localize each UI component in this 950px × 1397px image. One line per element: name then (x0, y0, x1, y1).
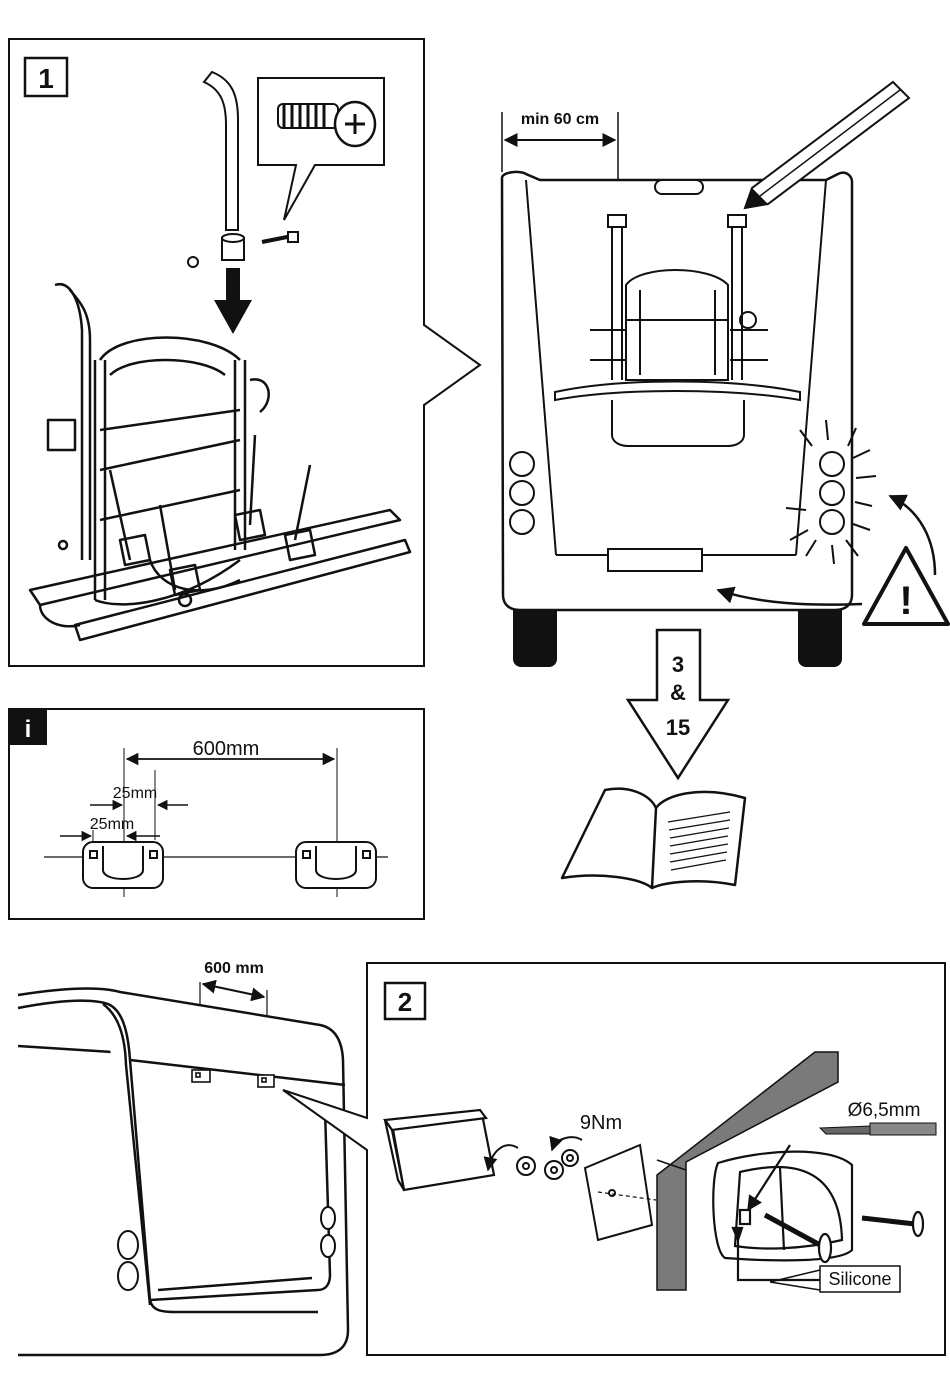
step-2-number: 2 (398, 987, 412, 1017)
manual-ref-line2: & (670, 680, 686, 705)
left-lights (510, 452, 534, 534)
drill-label: Ø6,5mm (848, 1100, 921, 1121)
info-offset-top: 25mm (113, 785, 157, 802)
info-spacing-label: 600mm (193, 738, 260, 760)
info-panel: i 600mm 25mm 25mm (9, 709, 424, 919)
arrow-down-icon (214, 268, 252, 334)
bottom-spacing-label: 600 mm (204, 960, 264, 977)
torque-label: 9Nm (580, 1112, 622, 1134)
booklet-icon (562, 789, 745, 888)
manual-ref-line3: 15 (666, 715, 690, 740)
manual-ref-line1: 3 (672, 652, 684, 677)
rear-view: min 60 cm (502, 82, 948, 888)
silicone-label: Silicone (828, 1269, 891, 1289)
mounting-bracket-left (83, 842, 163, 888)
info-offset-bottom: 25mm (90, 816, 134, 833)
vehicle-perspective: 600 mm (18, 960, 348, 1355)
warning-symbol: ! (899, 579, 912, 623)
min-distance-label: min 60 cm (521, 111, 599, 128)
step-1-number: 1 (38, 63, 54, 94)
step-2-panel: 2 9Nm Ø (283, 963, 945, 1355)
step-1-panel: 1 (9, 39, 480, 666)
cover-cap (385, 1110, 494, 1190)
info-badge-label: i (25, 716, 32, 743)
license-plate (608, 549, 702, 571)
screw-callout (258, 78, 384, 220)
bike-carrier-drawing (30, 284, 410, 640)
mounting-bracket-right (296, 842, 376, 888)
manual-reference: 3 & 15 (628, 630, 728, 778)
